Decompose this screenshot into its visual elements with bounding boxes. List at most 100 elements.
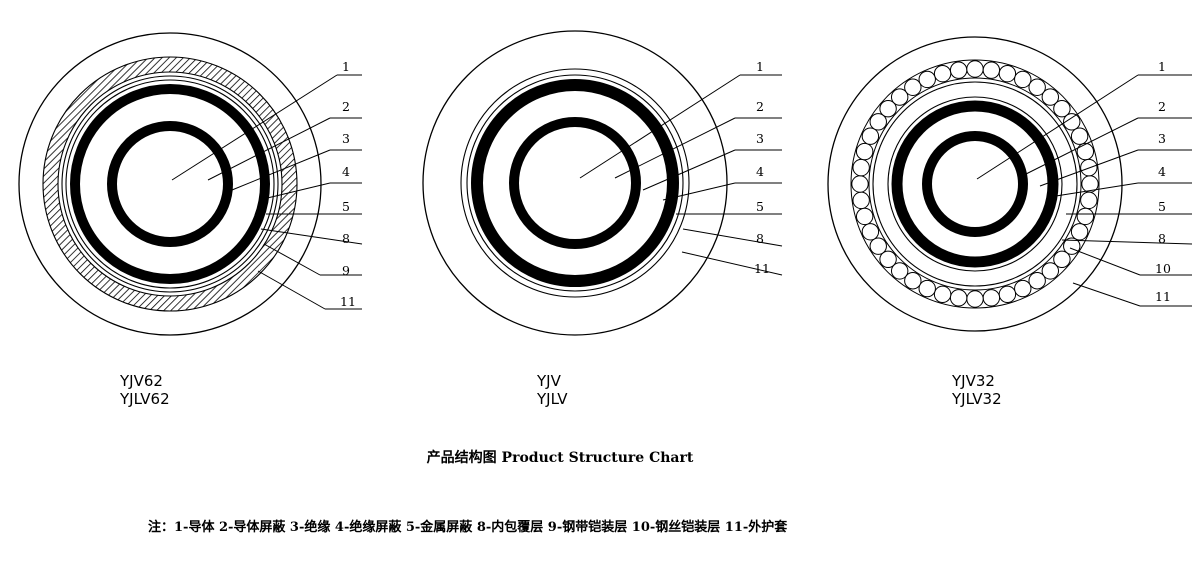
armour-wire xyxy=(1070,127,1089,145)
model-label-yjv: YJV YJLV xyxy=(537,372,568,408)
legend-note: 注：1-导体 2-导体屏蔽 3-绝缘 4-绝缘屏蔽 5-金属屏蔽 8-内包覆层 … xyxy=(148,520,788,535)
model-name: YJLV xyxy=(537,390,568,408)
armour-wire xyxy=(982,61,1001,79)
armour-wire xyxy=(1076,142,1095,161)
armour-wire xyxy=(852,191,870,210)
armour-wire xyxy=(982,289,1001,307)
inner-covering xyxy=(61,75,279,293)
steel-wire-armour xyxy=(851,60,1099,308)
callout-11: 11 xyxy=(340,294,356,309)
armour-wire xyxy=(1076,207,1095,226)
outer-sheath xyxy=(18,32,322,336)
cable-yjv62: 1 2 3 4 5 8 9 11 xyxy=(18,32,363,336)
armour-wire xyxy=(852,158,870,177)
metal-screen xyxy=(887,96,1063,272)
outer-sheath xyxy=(422,30,728,336)
callout-9: 9 xyxy=(342,263,350,278)
armour-wire xyxy=(1041,88,1060,106)
armour-wire xyxy=(1053,250,1071,269)
model-name: YJV62 xyxy=(120,372,163,390)
model-label-yjv32: YJV32 YJLV32 xyxy=(952,372,1002,408)
armour-wire xyxy=(1080,191,1098,210)
model-name: YJLV32 xyxy=(952,390,1002,408)
cable-yjv32: 1 2 3 4 5 8 10 11 xyxy=(827,36,1193,332)
chart-title: 产品结构图 Product Structure Chart xyxy=(426,450,694,466)
armour-wire xyxy=(1014,70,1032,89)
armour-inner-edge xyxy=(57,71,283,297)
armour-wire xyxy=(890,88,909,106)
armour-wire xyxy=(879,99,897,118)
armour-wire xyxy=(904,272,922,290)
leader-lines xyxy=(579,74,783,276)
model-name: YJV xyxy=(537,372,561,390)
armour-wire xyxy=(1028,78,1046,96)
armour-wire xyxy=(1063,113,1081,131)
conductor-screen xyxy=(509,117,641,249)
model-label-yjv62: YJV62 YJLV62 xyxy=(120,372,170,408)
metal-screen xyxy=(466,74,684,292)
armour-wire xyxy=(918,279,936,298)
callout-2: 2 xyxy=(756,99,764,114)
steel-tape-armour xyxy=(43,57,297,311)
callout-2: 2 xyxy=(342,99,350,114)
armour-wire xyxy=(861,127,880,145)
armour-wire xyxy=(879,250,897,269)
callout-3: 3 xyxy=(1158,131,1166,146)
armour-wire xyxy=(998,64,1017,83)
cable-yjv: 1 2 3 4 5 8 11 xyxy=(422,30,783,336)
callout-1: 1 xyxy=(756,59,764,74)
armour-wire xyxy=(855,207,874,226)
armour-wire xyxy=(949,289,968,307)
armour-wire xyxy=(904,78,922,96)
conductor-screen xyxy=(922,131,1028,237)
metal-screen xyxy=(65,79,275,289)
callout-5: 5 xyxy=(1158,199,1166,214)
callout-1: 1 xyxy=(1158,59,1166,74)
callout-11: 11 xyxy=(1155,289,1171,304)
callout-5: 5 xyxy=(342,199,350,214)
callout-11: 11 xyxy=(754,261,770,276)
callout-4: 4 xyxy=(342,164,350,179)
armour-wire xyxy=(1028,272,1046,290)
callout-8: 8 xyxy=(342,231,350,246)
armour-wire xyxy=(869,113,887,131)
armour-wire xyxy=(869,237,887,255)
armour-wire xyxy=(1053,99,1071,118)
callout-1: 1 xyxy=(342,59,350,74)
callout-10: 10 xyxy=(1155,261,1171,276)
callout-labels: 1 2 3 4 5 8 9 11 xyxy=(340,59,356,309)
callout-3: 3 xyxy=(342,131,350,146)
armour-wire xyxy=(998,285,1017,304)
insulation-screen xyxy=(471,79,679,287)
armour-wire xyxy=(933,285,952,304)
inner-covering xyxy=(460,68,690,298)
armour-wire xyxy=(1041,262,1060,280)
model-name: YJLV62 xyxy=(120,390,170,408)
insulation-screen xyxy=(891,100,1059,268)
armour-wire xyxy=(1070,223,1089,241)
callout-4: 4 xyxy=(1158,164,1166,179)
callout-labels: 1 2 3 4 5 8 11 xyxy=(754,59,770,276)
armour-wire xyxy=(851,175,869,193)
armour-wire xyxy=(890,262,909,280)
armour-inner-edge xyxy=(868,77,1082,291)
armour-outer-edge xyxy=(42,56,298,312)
armour-outer-edge xyxy=(850,59,1100,309)
leader-lines xyxy=(171,74,363,310)
callout-5: 5 xyxy=(756,199,764,214)
conductor-screen xyxy=(107,121,233,247)
armour-wire xyxy=(918,70,936,89)
leader-lines xyxy=(976,74,1193,307)
armour-wire xyxy=(855,142,874,161)
callout-labels: 1 2 3 4 5 8 10 11 xyxy=(1155,59,1171,304)
armour-wire xyxy=(933,64,952,83)
inner-covering xyxy=(872,81,1078,287)
armour-wire xyxy=(966,290,984,308)
armour-wire xyxy=(1014,279,1032,298)
callout-2: 2 xyxy=(1158,99,1166,114)
callout-8: 8 xyxy=(756,231,764,246)
outer-sheath xyxy=(827,36,1123,332)
insulation-screen xyxy=(70,84,270,284)
model-name: YJV32 xyxy=(952,372,995,390)
